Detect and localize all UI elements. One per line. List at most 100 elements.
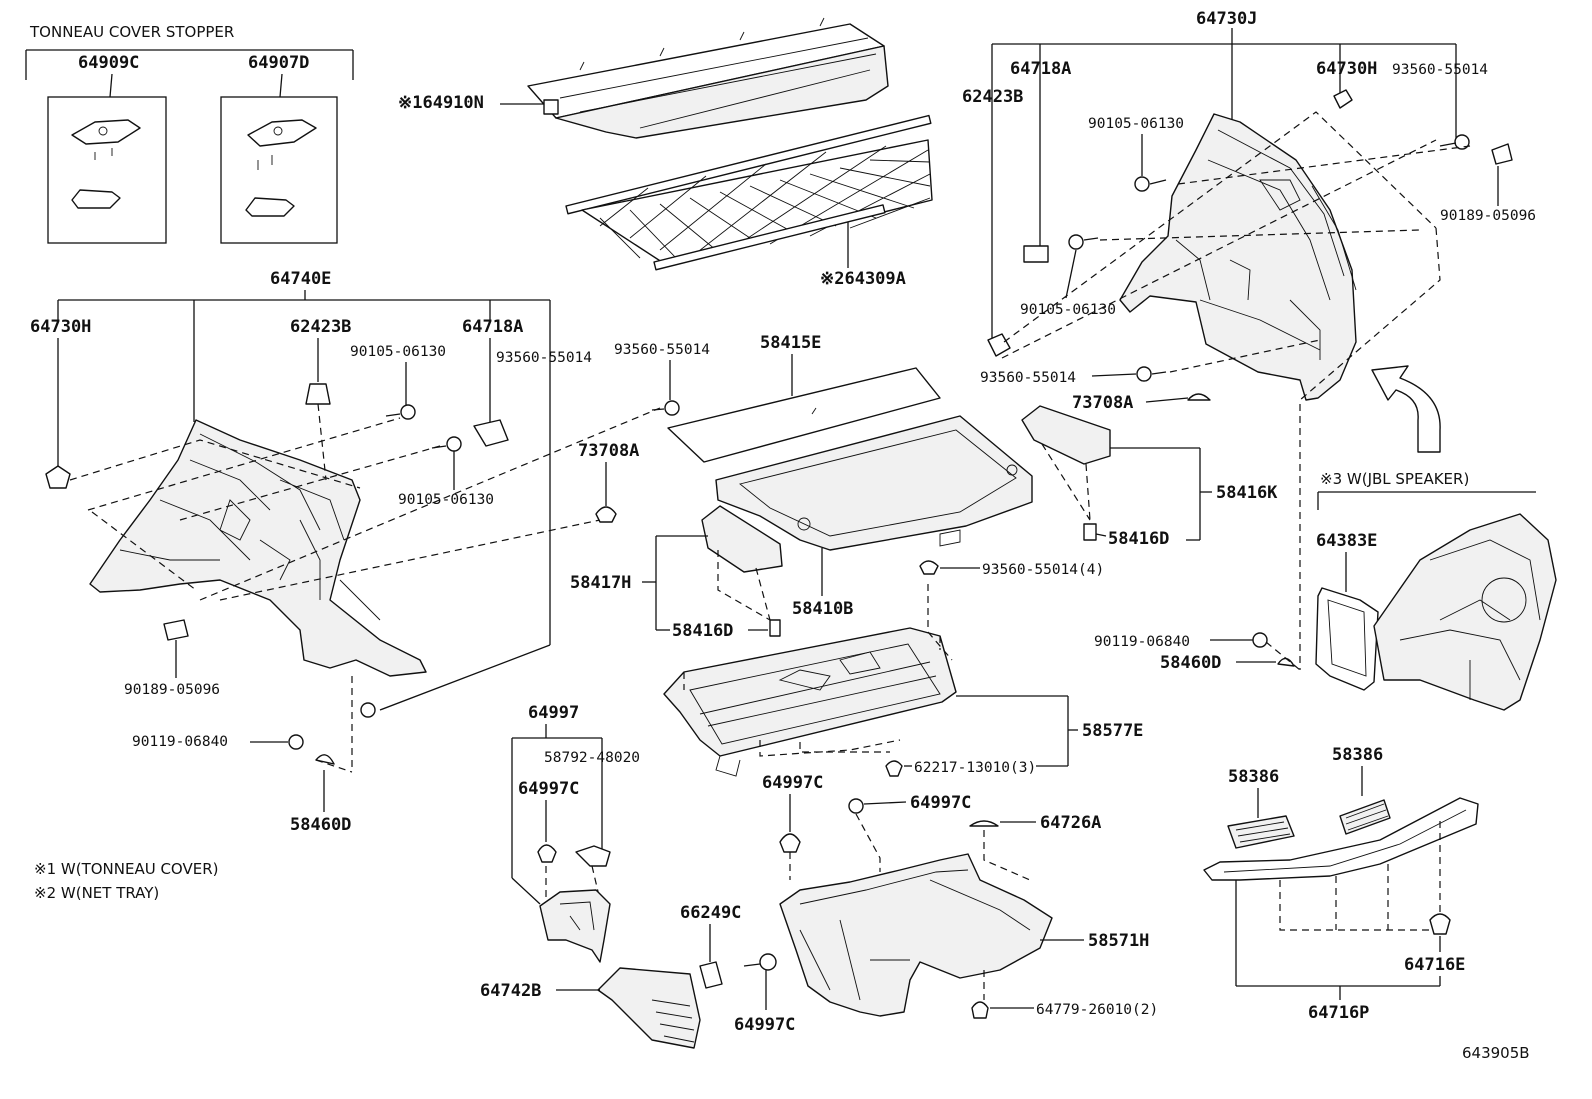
callout-90119-06840-right: 90119-06840 [1094, 634, 1190, 650]
arrow-view-indicator [1371, 365, 1441, 453]
callout-62217-13010-3: 62217-13010(3) [914, 760, 1036, 776]
part-right-quarter-trim [1119, 113, 1357, 401]
clip-66249C [699, 961, 723, 989]
callout-58417H: 58417H [570, 573, 631, 593]
part-speaker-quarter-panel [1373, 513, 1557, 711]
callout-73708A-right: 73708A [1072, 393, 1133, 413]
callout-58415E: 58415E [760, 333, 821, 353]
callout-64726A: 64726A [1040, 813, 1101, 833]
callout-93560-55014-right-2: 93560-55014 [980, 370, 1076, 386]
drawing-number: 643905B [1462, 1044, 1530, 1062]
callout-93560-55014-mid: 93560-55014 [614, 342, 710, 358]
callout-64718A-left: 64718A [462, 317, 523, 337]
callout-64716P: 64716P [1308, 1003, 1369, 1023]
left-fasteners [45, 383, 680, 765]
callout-90105-06130-left-2: 90105-06130 [398, 492, 494, 508]
callout-58386-right: 58386 [1332, 745, 1383, 765]
bracket-58416K [1110, 447, 1212, 541]
clip-58460D-right [1277, 657, 1295, 667]
bracket-58417H [642, 535, 708, 631]
clip-73708A [595, 506, 617, 523]
bracket-64997 [511, 724, 603, 905]
part-left-quarter-trim [89, 419, 427, 677]
callout-64730J: 64730J [1196, 9, 1257, 29]
callout-58416K: 58416K [1216, 483, 1278, 503]
callout-62423B-left: 62423B [290, 317, 351, 337]
part-side-box-58416K [1021, 405, 1111, 541]
clip-64997C-1 [537, 844, 557, 863]
bracket-64730J [991, 28, 1457, 340]
callout-64997C-3: 64997C [910, 793, 971, 813]
part-cargo-net [565, 114, 933, 271]
guide-58577E-bottom [759, 739, 901, 757]
part-speaker-grille-64383E [1315, 587, 1379, 691]
stopper-bracket [25, 49, 354, 80]
guide-58571H [789, 813, 1031, 1000]
callout-64716E: 64716E [1404, 955, 1465, 975]
callout-64910N: ※164910N [398, 93, 484, 113]
stopper-title: TONNEAU COVER STOPPER [29, 23, 234, 41]
clip-64716E [1429, 913, 1451, 935]
guide-64716P [1279, 820, 1441, 931]
callout-58416D-right: 58416D [1108, 529, 1169, 549]
clip-64997C-3 [848, 798, 864, 814]
callout-58460D-left: 58460D [290, 815, 351, 835]
part-bracket-64997 [539, 889, 611, 963]
guide-58416K [1041, 443, 1091, 521]
note-net-tray: ※2 W(NET TRAY) [34, 884, 159, 902]
callout-64907D: 64907D [248, 53, 309, 73]
callout-58571H: 58571H [1088, 931, 1149, 951]
callout-64779-26010-2: 64779-26010(2) [1036, 1002, 1158, 1018]
callout-64909C: 64909C [78, 53, 139, 73]
callout-64997C-4: 64997C [734, 1015, 795, 1035]
guide-58460D-right [1265, 641, 1301, 671]
callout-58577E: 58577E [1082, 721, 1143, 741]
callout-64742B: 64742B [480, 981, 541, 1001]
guide-58417H [717, 550, 771, 621]
callout-73708A-mid: 73708A [578, 441, 639, 461]
clip-62217-13010 [885, 760, 903, 777]
part-deck-board-58415E [667, 367, 941, 463]
part-grille-58386-left [1227, 815, 1295, 849]
part-tonneau-cover [527, 17, 889, 139]
part-grille-58386-right [1339, 799, 1391, 835]
note-jbl-speaker: ※3 W(JBL SPEAKER) [1320, 470, 1469, 488]
clip-64779-26010 [971, 1001, 989, 1019]
clip-93560-55014-4 [919, 560, 939, 575]
callout-58792-48020: 58792-48020 [544, 750, 640, 766]
bracket-jbl [1317, 491, 1536, 510]
clip-64997C-4 [759, 953, 777, 971]
right-fasteners [987, 89, 1513, 401]
part-box-64907D [220, 96, 338, 244]
part-scuff-plate-64716P [1203, 797, 1479, 881]
callout-64309A: ※264309A [820, 269, 906, 289]
callout-58386-left: 58386 [1228, 767, 1279, 787]
callout-64383E: 64383E [1316, 531, 1377, 551]
bracket-64740E [57, 290, 551, 711]
part-64742B [597, 967, 701, 1049]
bolt-90119-06840-right [1252, 632, 1268, 648]
callout-90189-05096-left: 90189-05096 [124, 682, 220, 698]
callout-64997C-1: 64997C [518, 779, 579, 799]
callout-66249C: 66249C [680, 903, 741, 923]
callout-93560-55014-right-1: 93560-55014 [1392, 62, 1488, 78]
callout-93560-55014-4: 93560-55014(4) [982, 562, 1104, 578]
clip-64726A [969, 820, 999, 827]
part-floor-tray-58577E [663, 627, 957, 777]
left-dashed-guides [69, 403, 661, 773]
callout-90105-06130-right-2: 90105-06130 [1020, 302, 1116, 318]
guide-58577E-top [683, 584, 953, 690]
callout-64730H-right: 64730H [1316, 59, 1377, 79]
callout-90119-06840-left: 90119-06840 [132, 734, 228, 750]
callout-90105-06130-right-1: 90105-06130 [1088, 116, 1184, 132]
stopper-part-64909C [71, 119, 141, 209]
right-dashed-guides [1001, 111, 1471, 670]
part-deck-tray-58410B [715, 415, 1033, 551]
callout-58410B: 58410B [792, 599, 853, 619]
callout-64730H-left: 64730H [30, 317, 91, 337]
callout-64997C-2: 64997C [762, 773, 823, 793]
part-lower-trim-58571H [779, 853, 1053, 1017]
callout-93560-55014-left-1: 93560-55014 [496, 350, 592, 366]
callout-64997: 64997 [528, 703, 579, 723]
callout-58460D-right: 58460D [1160, 653, 1221, 673]
